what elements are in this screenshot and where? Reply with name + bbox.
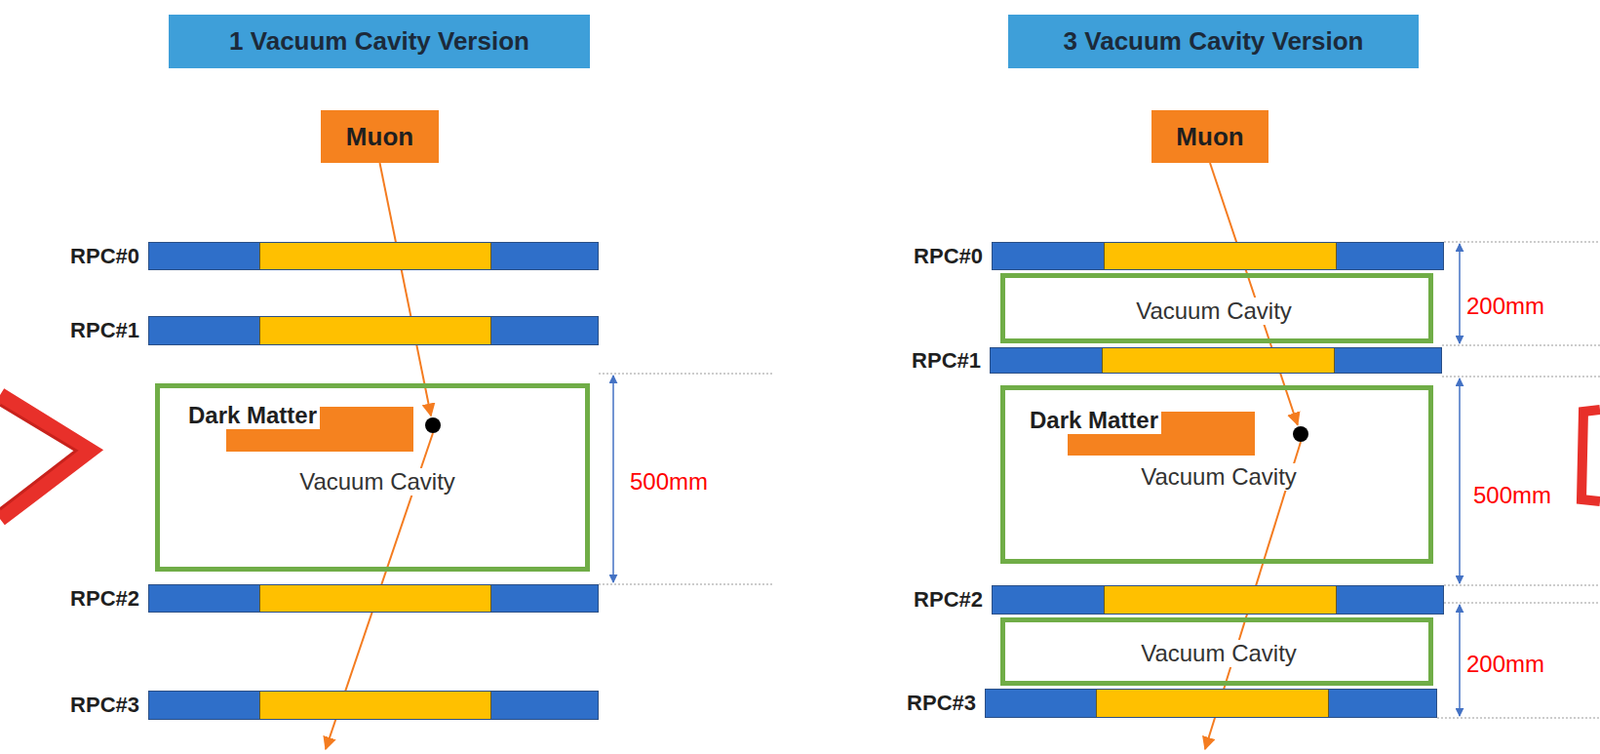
rpc-detector: RPC#2 xyxy=(991,585,1444,615)
node-text: RPC#1 xyxy=(70,317,140,344)
title-box: 3 Vacuum Cavity Version xyxy=(1008,14,1419,69)
particle-box: Muon xyxy=(320,110,439,163)
rpc-readout-strip xyxy=(259,585,492,612)
node-text: RPC#3 xyxy=(70,692,140,718)
dimension-lines xyxy=(613,243,1460,716)
node-text: RPC#3 xyxy=(906,690,976,716)
node-text: Vacuum Cavity xyxy=(296,468,459,496)
node-text: RPC#2 xyxy=(70,585,140,612)
vacuum-cavity: Vacuum Cavity Dark Matter xyxy=(155,383,590,572)
node-text: RPC#0 xyxy=(913,243,983,270)
node-text: 3 Vacuum Cavity Version xyxy=(1063,26,1365,57)
node-text: Dark Matter xyxy=(185,401,320,430)
rpc-readout-strip xyxy=(259,691,492,719)
rpc-readout-strip xyxy=(259,242,492,270)
rpc-readout-strip xyxy=(1103,585,1337,614)
node-text: Muon xyxy=(346,121,414,153)
muon-track xyxy=(380,162,432,416)
vacuum-cavity: Vacuum Cavity xyxy=(1000,273,1434,344)
dark-matter-target: Dark Matter xyxy=(1067,411,1310,456)
rpc-readout-strip xyxy=(259,316,492,345)
dark-matter-dot xyxy=(425,417,441,433)
dark-matter-dot xyxy=(1292,426,1309,442)
rpc-detector: RPC#3 xyxy=(148,690,599,720)
dark-matter-label: Dark Matter xyxy=(226,406,414,452)
rpc-readout-strip xyxy=(1095,689,1329,717)
vacuum-cavity: Vacuum Cavity Dark Matter xyxy=(1000,385,1434,564)
dimension-label: 500mm xyxy=(629,468,708,496)
red-chevron xyxy=(0,394,90,519)
node-text: RPC#0 xyxy=(70,243,140,270)
rpc-detector: RPC#3 xyxy=(984,688,1438,718)
rpc-detector: RPC#2 xyxy=(148,584,599,613)
node-text: Vacuum Cavity xyxy=(1137,463,1300,491)
red-mark xyxy=(1581,409,1600,502)
dimension-label: 200mm xyxy=(1466,650,1545,678)
dimension-label: 500mm xyxy=(1473,481,1552,509)
node-text: 1 Vacuum Cavity Version xyxy=(229,26,530,57)
title-box: 1 Vacuum Cavity Version xyxy=(168,14,590,69)
dark-matter-label: Dark Matter xyxy=(1067,411,1255,456)
rpc-detector: RPC#1 xyxy=(989,347,1443,374)
rpc-readout-strip xyxy=(1101,348,1335,373)
rpc-detector: RPC#0 xyxy=(148,241,599,271)
node-text: Muon xyxy=(1175,121,1244,153)
node-text: Vacuum Cavity xyxy=(1137,639,1300,667)
guide-lines xyxy=(598,241,1600,718)
node-text: RPC#2 xyxy=(913,586,983,613)
vacuum-cavity: Vacuum Cavity xyxy=(1000,617,1434,686)
dark-matter-target: Dark Matter xyxy=(226,406,443,452)
rpc-detector: RPC#1 xyxy=(148,315,599,346)
node-text: RPC#1 xyxy=(911,348,981,374)
particle-box: Muon xyxy=(1151,110,1269,163)
dimension-label: 200mm xyxy=(1466,292,1545,320)
rpc-readout-strip xyxy=(1103,242,1337,270)
node-text: Dark Matter xyxy=(1026,406,1162,434)
rpc-detector: RPC#0 xyxy=(991,241,1444,271)
node-text: Vacuum Cavity xyxy=(1132,297,1295,325)
